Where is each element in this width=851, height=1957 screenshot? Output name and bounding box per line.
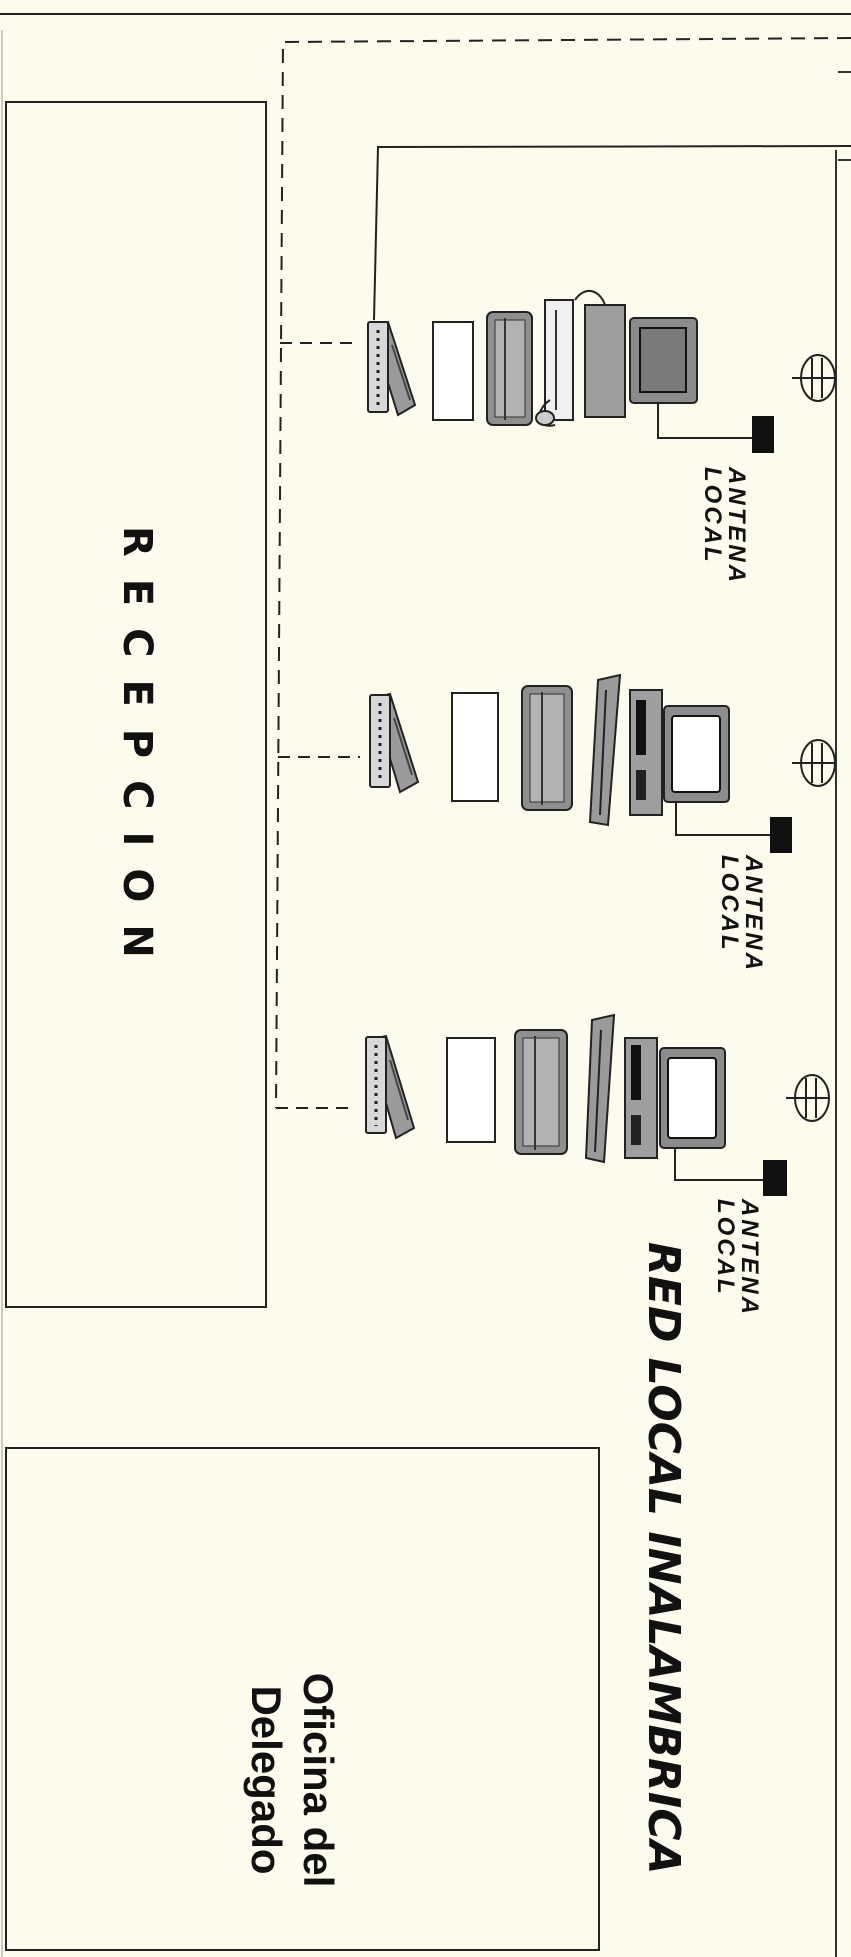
antenna-block-icon [752, 416, 774, 453]
printer-icon [514, 1029, 568, 1155]
monitor-icon [629, 317, 752, 439]
reception-room-label: RECEPCION [114, 526, 160, 980]
paper-sheet-icon [446, 1037, 496, 1143]
antenna-label-line2: LOCAL [699, 467, 726, 565]
antenna-label-1: ANTENA LOCAL [694, 467, 750, 587]
dashed-network-cable [275, 37, 851, 1109]
monitor-icon [663, 705, 770, 836]
antenna-coil-icon [792, 354, 836, 402]
antenna-coil-icon [786, 1074, 830, 1122]
desktop-computer-icon [535, 290, 626, 427]
printer-icon [486, 311, 533, 426]
network-title: RED LOCAL INALAMBRICA [638, 1242, 689, 1875]
modem-icon [365, 1034, 416, 1140]
antenna-label-line1: ANTENA [736, 1199, 763, 1317]
antenna-block-icon [770, 817, 792, 853]
reception-room [5, 101, 267, 1308]
monitor-icon [659, 1047, 763, 1181]
paper-sheet-icon [432, 321, 474, 421]
delegate-office-room [5, 1447, 600, 1951]
desktop-computer-icon [624, 1037, 658, 1159]
delegate-office-label: Oficina del Delegado [240, 1660, 344, 1900]
antenna-label-line1: ANTENA [723, 467, 750, 585]
workstation-2 [369, 673, 836, 853]
antenna-label-line1: ANTENA [740, 855, 767, 973]
office-label-line2: Delegado [243, 1685, 290, 1875]
antenna-label-line2: LOCAL [712, 1199, 739, 1297]
antenna-label-line2: LOCAL [716, 855, 743, 953]
office-label-line1: Oficina del [295, 1672, 342, 1888]
modem-icon [369, 692, 420, 794]
modem-icon [367, 320, 417, 417]
printer-icon [521, 685, 573, 811]
antenna-block-icon [763, 1160, 787, 1196]
antenna-label-2: ANTENA LOCAL [711, 855, 767, 975]
workstation-1 [367, 290, 836, 453]
paper-sheet-icon [451, 692, 499, 802]
antenna-coil-icon [792, 739, 836, 787]
solid-cable [373, 145, 851, 321]
antenna-label-3: ANTENA LOCAL [707, 1199, 763, 1319]
keyboard-icon [588, 673, 622, 827]
keyboard-icon [584, 1013, 616, 1164]
desktop-computer-icon [629, 689, 663, 816]
workstation-3 [365, 1013, 830, 1196]
